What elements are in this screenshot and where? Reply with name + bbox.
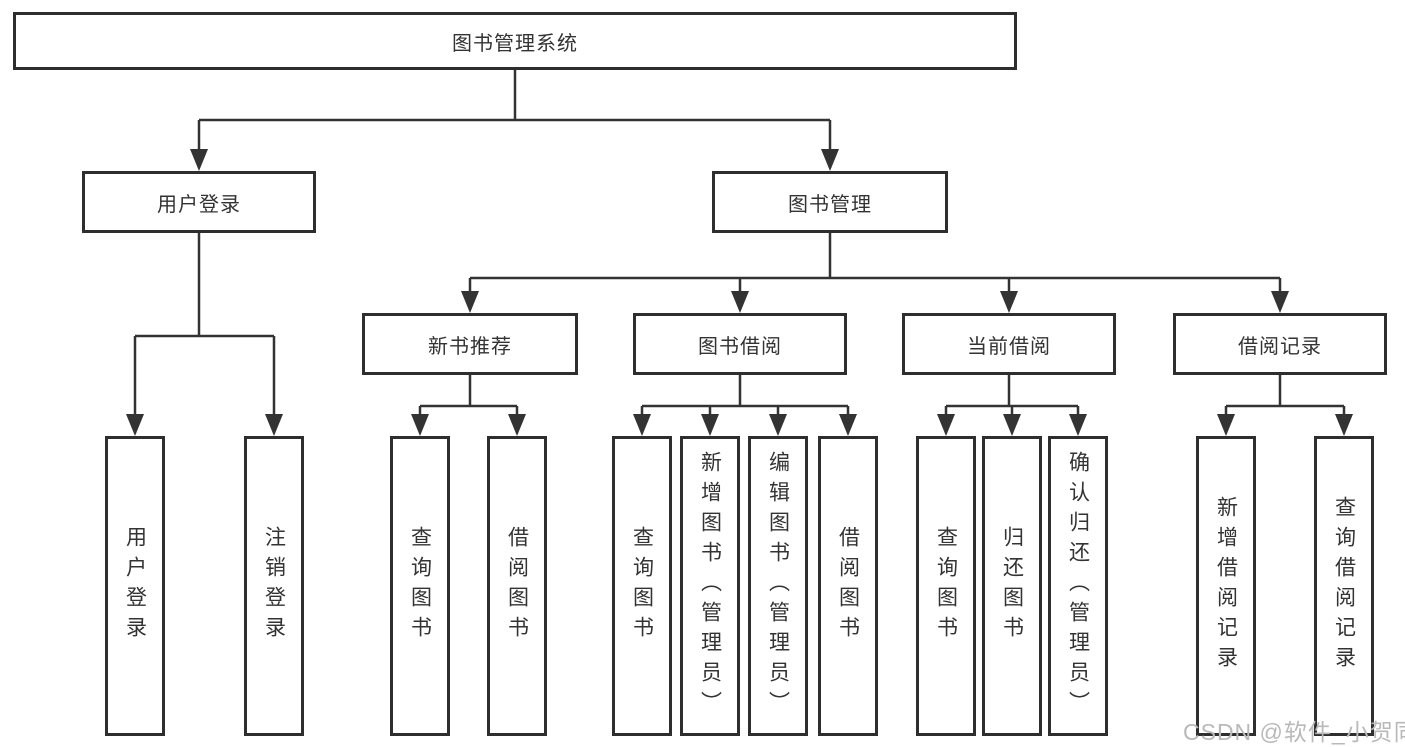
csdn-watermark: CSDN @软件_小贺同学	[1183, 719, 1405, 745]
leaf-query-borrow-record: 查询借阅记录	[1314, 436, 1374, 736]
leaf-query-books-recommend: 查询图书	[390, 436, 450, 736]
leaf-borrow-books-recommend: 借阅图书	[487, 436, 547, 736]
leaf-confirm-return-admin: 确认归还（管理员）	[1048, 436, 1108, 736]
node-new-book-recommend: 新书推荐	[362, 313, 578, 375]
node-book-management: 图书管理	[712, 171, 948, 233]
node-book-borrowing: 图书借阅	[633, 313, 847, 375]
leaf-logout: 注销登录	[244, 436, 304, 736]
leaf-label: 查询借阅记录	[1332, 496, 1356, 676]
arrowhead-icons	[126, 149, 1353, 436]
leaf-label: 借阅图书	[836, 526, 860, 646]
leaf-edit-books-admin: 编辑图书（管理员）	[748, 436, 808, 736]
leaf-label: 归还图书	[1000, 526, 1024, 646]
leaf-label: 新增借阅记录	[1214, 496, 1238, 676]
leaf-add-books-admin: 新增图书（管理员）	[680, 436, 740, 736]
leaf-label: 借阅图书	[505, 526, 529, 646]
leaf-query-books-current: 查询图书	[916, 436, 976, 736]
leaf-label: 新增图书（管理员）	[698, 451, 722, 721]
node-borrow-records: 借阅记录	[1173, 313, 1387, 375]
leaf-query-books-borrowing: 查询图书	[612, 436, 672, 736]
leaf-borrow-books: 借阅图书	[818, 436, 878, 736]
leaf-return-books: 归还图书	[982, 436, 1042, 736]
leaf-label: 确认归还（管理员）	[1066, 451, 1090, 721]
leaf-label: 编辑图书（管理员）	[766, 451, 790, 721]
leaf-user-login: 用户登录	[105, 436, 165, 736]
connector-lines	[133, 70, 1346, 433]
leaf-add-borrow-record: 新增借阅记录	[1196, 436, 1256, 736]
node-current-borrowing: 当前借阅	[902, 313, 1116, 375]
node-root-system: 图书管理系统	[13, 12, 1017, 70]
leaf-label: 注销登录	[262, 526, 286, 646]
node-user-login: 用户登录	[82, 171, 316, 233]
leaf-label: 查询图书	[934, 526, 958, 646]
leaf-label: 查询图书	[408, 526, 432, 646]
leaf-label: 查询图书	[630, 526, 654, 646]
leaf-label: 用户登录	[123, 526, 147, 646]
